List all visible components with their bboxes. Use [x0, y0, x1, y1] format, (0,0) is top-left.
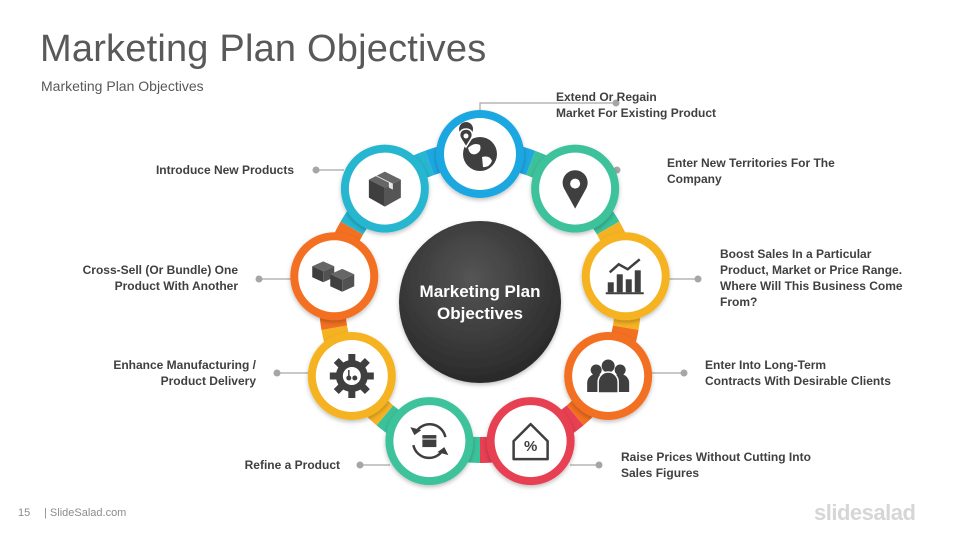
objective-label-line: Sales Figures	[621, 466, 700, 480]
center-hub-line1: Marketing Plan	[420, 282, 541, 301]
objective-node	[385, 397, 474, 486]
bar-chart-icon	[605, 258, 644, 295]
center-hub-line2: Objectives	[437, 304, 523, 323]
objective-label-line: Company	[667, 172, 722, 186]
page-title: Marketing Plan Objectives	[40, 28, 487, 70]
location-pin-icon	[562, 170, 588, 209]
objective-label-line: Introduce New Products	[155, 163, 294, 177]
objective-label-line: Product Delivery	[160, 374, 256, 388]
connector-dot	[680, 369, 688, 377]
box-icon	[368, 171, 401, 207]
objective-node	[564, 332, 653, 420]
connector-dot	[356, 461, 364, 469]
objective-label-line: Where Will This Business Come	[720, 279, 903, 293]
globe-icon	[458, 122, 497, 171]
page-number: 15	[18, 507, 31, 519]
objective-label-line: Boost Sales In a Particular	[720, 247, 872, 261]
boxes-icon	[312, 261, 355, 292]
brand-logo: slidesalad	[814, 500, 916, 525]
objective-label-line: From?	[720, 295, 758, 309]
refresh-box-icon	[410, 423, 449, 460]
page-subtitle: Marketing Plan Objectives	[41, 78, 204, 94]
objective-label: Enhance Manufacturing / Product Delivery	[60, 357, 256, 389]
objective-node	[531, 144, 620, 233]
connector-dot	[595, 461, 603, 469]
house-percent-icon: %	[512, 422, 549, 461]
objective-label-line: Enhance Manufacturing /	[113, 358, 256, 372]
connector-dot	[312, 166, 320, 174]
objective-label: Refine a Product	[210, 457, 340, 473]
objective-node	[340, 144, 429, 233]
objective-node	[436, 110, 524, 198]
objective-node: %	[486, 397, 575, 486]
objective-label-line: Product With Another	[114, 279, 238, 293]
objective-label-line: Enter Into Long-Term	[705, 358, 827, 372]
objective-node	[290, 232, 379, 321]
center-hub: Marketing Plan Objectives	[399, 221, 561, 383]
connector-dot	[694, 275, 702, 283]
connector-dot	[273, 369, 281, 377]
connector-dot	[255, 275, 263, 283]
objective-label: Introduce New Products	[110, 162, 294, 178]
objective-node	[307, 332, 396, 420]
objective-label-line: Refine a Product	[244, 458, 340, 472]
users-group-icon	[587, 359, 630, 394]
objective-label-line: Product, Market or Price Range.	[720, 263, 903, 277]
connector-dot	[612, 99, 620, 107]
objective-label-line: Contracts With Desirable Clients	[705, 374, 891, 388]
objective-label-line: Enter New Territories For The	[667, 156, 835, 170]
objective-node	[581, 232, 670, 321]
objective-label-line: Extend Or Regain	[556, 90, 657, 104]
objective-label-line: Raise Prices Without Cutting Into	[621, 450, 811, 464]
footer-site: | SlideSalad.com	[44, 507, 127, 519]
objective-label-line: Market For Existing Product	[556, 106, 717, 120]
svg-text:%: %	[524, 438, 537, 455]
gear-icon	[329, 354, 374, 398]
objective-label-line: Cross-Sell (Or Bundle) One	[82, 263, 238, 277]
